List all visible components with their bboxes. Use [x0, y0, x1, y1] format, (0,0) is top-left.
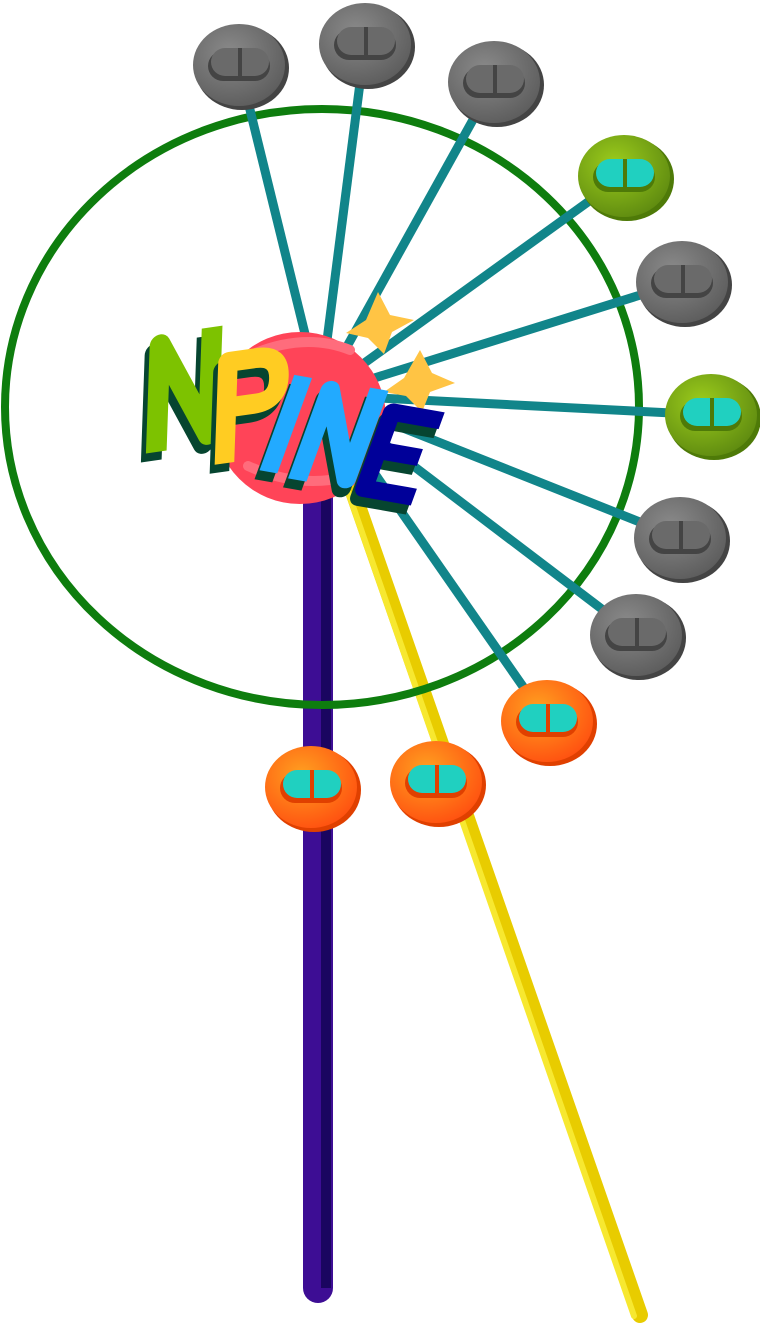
logo-letter-e [355, 403, 445, 506]
yellow-stick [327, 432, 648, 1323]
pill-green [578, 135, 674, 221]
pill-green [665, 374, 760, 460]
spoke [317, 172, 627, 399]
logo-letter-p [214, 347, 289, 465]
spoke [315, 43, 370, 396]
pill-orange [390, 741, 486, 827]
pill-orange [501, 680, 597, 766]
pill-grey [634, 497, 730, 583]
pill-grey [636, 241, 732, 327]
pill-grey [448, 41, 544, 127]
npine-logo [140, 325, 445, 515]
pills [193, 3, 760, 832]
spoke [318, 277, 684, 400]
pill-orange [265, 746, 361, 832]
logo-letter-n [145, 325, 223, 454]
pill-grey [193, 24, 289, 110]
logo-letter-i [259, 374, 313, 474]
star-icon [346, 292, 414, 354]
purple-stick [303, 425, 333, 1303]
spoke [316, 79, 498, 398]
logo-letter-n [288, 380, 389, 489]
star-icon [384, 350, 455, 412]
pill-grey [590, 594, 686, 680]
pill-grey [319, 3, 415, 89]
